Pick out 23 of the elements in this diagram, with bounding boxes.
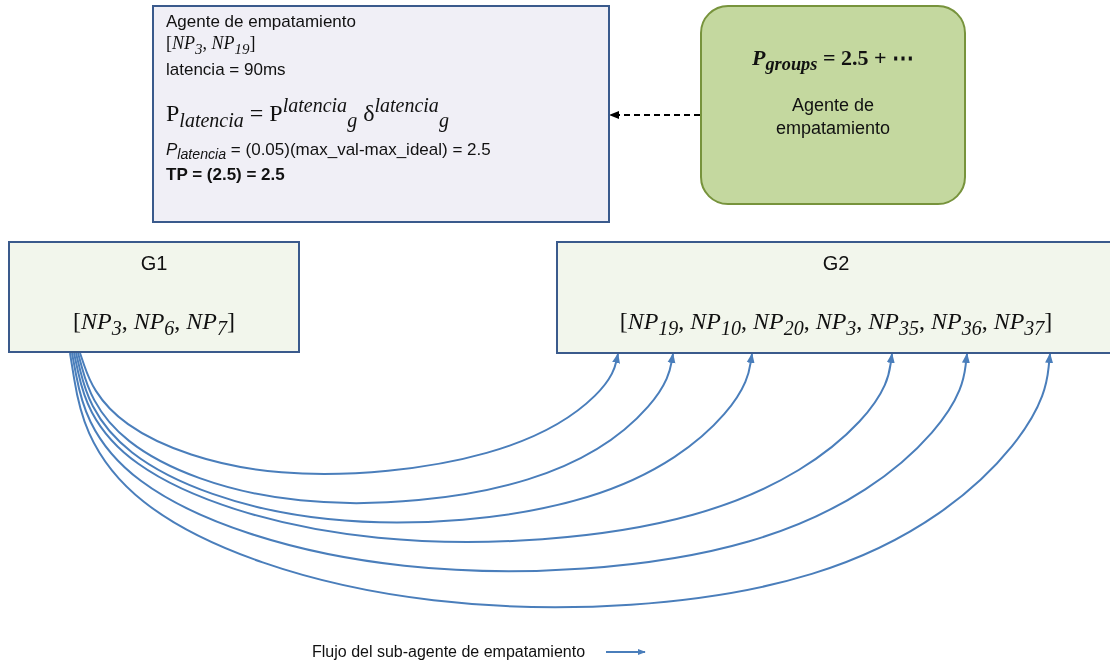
arrow: [77, 352, 676, 505]
arrow: [75, 352, 755, 524]
group-name: G1: [139, 251, 169, 276]
arrow: [79, 352, 620, 475]
total-score: TP = (2.5) = 2.5: [166, 163, 286, 185]
group-box: [8, 241, 300, 353]
arrow: [71, 352, 970, 572]
node-list: [NP$_{3}$, NP$_{6}$, NP$_{7}$]: [10, 306, 298, 341]
node-list: [NP$_{19}$, NP$_{10}$, NP$_{20}$, NP$_{3}$, NP$_{35}$, NP$_{36}$, NP$_{37}$]: [558, 306, 1110, 341]
agent-box: [700, 5, 966, 205]
legend-text: Flujo del sub-agente de empatamiento: [312, 642, 586, 660]
arrow: [609, 111, 701, 119]
node-list: [NP$_{3}$, NP$_{19}$]: [166, 32, 608, 59]
latency-value: latencia = 90ms: [166, 58, 287, 80]
arrow: [69, 352, 1054, 609]
group-box: [556, 241, 1110, 354]
formula: P$_{groups}$ = 2.5 + ⋯: [751, 45, 915, 77]
formula: P$_{latencia}$ = (0.05)(max_val-max_ideal) = 2.5: [166, 138, 492, 164]
agent-title: Agente de empatamiento: [166, 11, 357, 33]
info-box: [152, 5, 610, 223]
group-name: G2: [821, 251, 851, 276]
arrow: [73, 352, 895, 543]
agent-name: Agente de empatamiento: [774, 94, 892, 140]
